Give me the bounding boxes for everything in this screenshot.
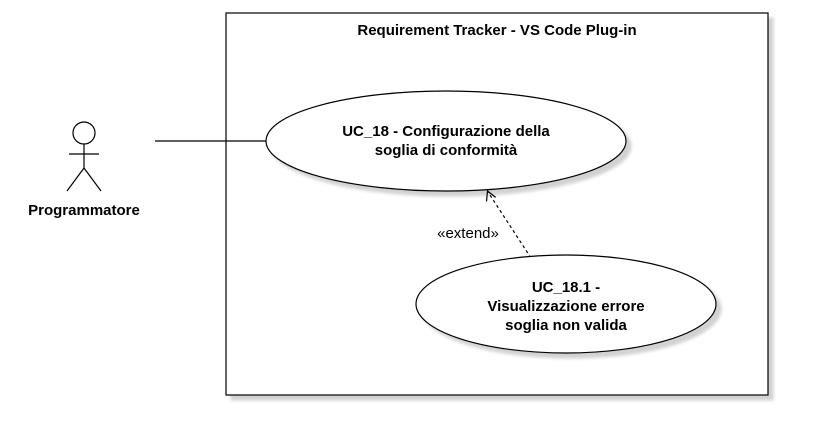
use-case-uc18: UC_18 - Configurazione della soglia di c… [265,90,627,192]
use-case-uc18-1: UC_18.1 - Visualizzazione errore soglia … [415,254,717,354]
actor-name: Programmatore [28,202,140,219]
extend-dashed-line [487,191,532,259]
actor-stick-figure-icon [66,121,102,192]
extend-label: «extend» [437,225,499,242]
system-title: Requirement Tracker - VS Code Plug-in [357,22,636,39]
use-case-uc18-line-1: UC_18 - Configurazione della [342,123,550,140]
actor-programmatore: Programmatore [28,121,140,219]
use-case-uc18-1-line-2: Visualizzazione errore [487,298,644,315]
use-case-uc18-1-line-1: UC_18.1 - [532,279,600,296]
use-case-uc18-1-ellipse [415,254,717,354]
use-case-uc18-ellipse [265,90,627,192]
use-case-uc18-1-line-3: soglia non valida [505,317,627,334]
extend-relation: «extend» [437,189,532,259]
extend-arrowhead-icon [485,189,497,202]
use-case-uc18-line-2: soglia di conformità [375,142,518,159]
